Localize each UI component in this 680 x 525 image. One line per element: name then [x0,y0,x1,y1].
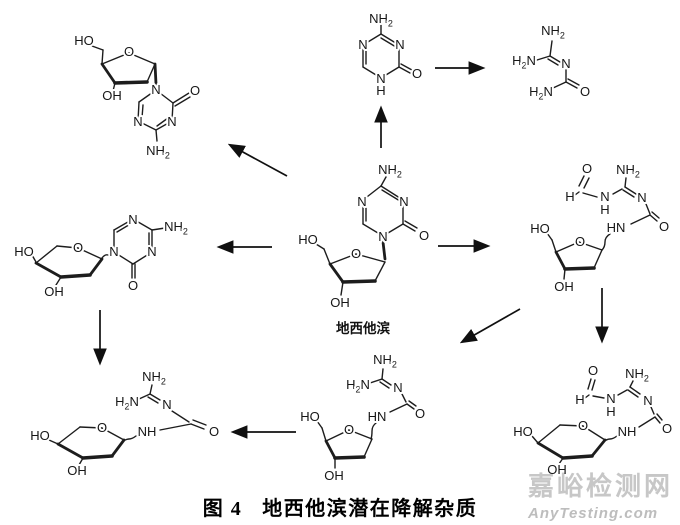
atom-label: H [376,83,385,98]
atom-label: NH [138,424,157,439]
atom-label: O [588,363,598,378]
atom-label: N [393,380,402,395]
atom-label: H2N [115,394,139,412]
atom-label: N [606,391,615,406]
wavy-bond [101,252,115,259]
atom-label: N [147,244,156,259]
wavy-bond [370,422,377,440]
atom-label: O [578,418,588,433]
atom-label: O [662,421,672,436]
watermark: 嘉峪检测网 AnyTesting.com [528,466,673,522]
atom-label: O [97,420,107,435]
atom-label: OH [102,88,122,103]
atom-label: O [344,422,354,437]
atom-label: O [659,219,669,234]
atom-label: N [162,397,171,412]
atom-label: HO [30,428,50,443]
atom-label: NH [618,424,637,439]
atom-label: N [167,114,176,129]
atom-label: O [351,246,361,261]
atom-label: N [376,71,385,86]
structure-pyranosyl-azacytosinone-mid-left: HO O OH N N N NH2 O [12,210,190,301]
figure-caption-text: 地西他滨潜在降解杂质 [262,498,478,520]
atom-label: O [73,240,83,255]
atom-label: N [128,212,137,227]
atom-label: O [415,406,425,421]
watermark-site-name: 嘉峪检测网 [528,471,674,501]
figure-caption-number: 图 4 [202,498,243,520]
atom-label: OH [554,279,574,294]
atom-label: O [580,84,590,99]
atom-label: NH2 [541,23,565,41]
atom-label: OH [330,295,350,310]
figure-caption: 图 4 地西他滨潜在降解杂质 [0,492,680,521]
atom-label: NH2 [164,219,188,237]
atom-label: O [124,44,134,59]
atom-label: H2N [346,377,370,395]
atom-label: N [358,37,367,52]
atom-label: N [357,194,366,209]
atom-label: H [565,189,574,204]
atom-label: O [582,161,592,176]
atom-label: N [637,190,646,205]
atom-label: NH2 [146,143,170,161]
decitabine-label: 地西他滨 [336,321,390,336]
atom-label: N [395,37,404,52]
atom-label: N [151,82,160,97]
atom-label: HO [14,244,34,259]
atom-label: O [190,83,200,98]
atom-label: HO [300,409,320,424]
atom-label: N [133,114,142,129]
atom-label: O [128,278,138,293]
atom-label: N [109,244,118,259]
structure-azacytosine-top-middle: NH2 N N N H O [356,9,424,100]
watermark-site-url: AnyTesting.com [528,505,659,522]
atom-label: NH2 [142,369,166,387]
atom-label: OH [324,468,344,483]
structure-guanylurea-riboside-bottom-middle: NH2 H2N N O HN HO O OH [298,350,427,485]
atom-label: H [606,404,615,419]
atom-label: HN [368,409,387,424]
reaction-arrows [93,61,609,439]
atom-label: N [561,56,570,71]
atom-label: NH2 [378,162,402,180]
atom-label: NH2 [373,352,397,370]
atom-label: OH [547,462,567,477]
atom-label: HN [607,220,626,235]
atom-label: H [575,392,584,407]
atom-label: HO [298,232,318,247]
atom-label: N [378,229,387,244]
structure-guanylurea-pyranoside-bottom-left: NH2 H2N N O NH O HO OH [28,367,221,480]
atom-label: H2N [529,84,553,102]
structure-formylguanylurea-pyranoside-bottom-right: O H N H NH2 N O NH HO O OH [511,361,674,479]
atom-label: O [209,424,219,439]
arrow-mid-right-to-bottom-middle [459,308,521,344]
atom-label: O [419,228,429,243]
atom-label: NH2 [369,11,393,29]
structure-formylguanylurea-riboside-mid-right: O H N H NH2 N O HN HO O OH [528,159,671,296]
structure-guanylurea-top-right: NH2 H2N N H2N O [510,21,592,104]
atom-label: HO [513,424,533,439]
wavy-bond [601,233,611,251]
atom-label: HO [74,33,94,48]
atom-label: O [575,234,585,249]
structure-decitabine-center: NH2 N N N O HO O OH [296,160,431,312]
atom-label: N [643,393,652,408]
atom-label: HO [530,221,550,236]
structure-decitabine-anomer-top-left: HO O OH N O N N NH2 [72,31,202,163]
atom-label: N [600,189,609,204]
atom-label: H [600,202,609,217]
atom-label: NH2 [625,366,649,384]
atom-label: O [412,66,422,81]
atom-label: H2N [512,53,536,71]
atom-label: N [399,194,408,209]
atom-label: OH [44,284,64,299]
atom-label: NH2 [616,162,640,180]
arrow-decitabine-to-top-left [227,143,288,177]
atom-label: OH [67,463,87,478]
